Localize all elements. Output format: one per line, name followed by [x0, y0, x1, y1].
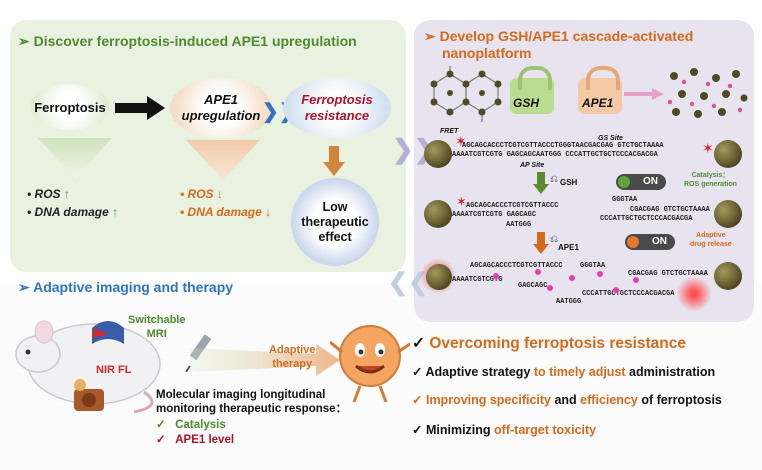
bullet-arrow-icon: ➢	[18, 33, 34, 49]
key-icon: ⎌	[550, 174, 558, 185]
released-particles-icon	[667, 68, 748, 118]
camera-icon	[74, 379, 104, 411]
check-icon: ✓	[412, 393, 423, 407]
dna-strand-right: CGACGAG GTCTGCTAAAA	[628, 270, 708, 278]
nanosheet-icon	[430, 66, 502, 122]
left-bullet-ros: • ROS ↑	[27, 187, 70, 201]
gold-nanoparticle-icon	[714, 140, 742, 168]
bullet-arrow-icon: ➢	[18, 279, 34, 295]
catalysis-switch: ON	[616, 174, 666, 190]
dna-strand-bottom: AAAATCGTCGTG	[452, 276, 503, 284]
mid-bullet-dna: • DNA damage ↓	[180, 205, 272, 219]
lock-shackle-icon	[518, 66, 552, 90]
up-arrow-icon: ↑	[112, 205, 119, 219]
drug-release-switch: ON	[625, 234, 675, 250]
mouse-icon	[15, 320, 161, 414]
gsh-lock-label: GSH	[513, 96, 540, 110]
down-arrow-icon	[323, 146, 345, 176]
dna-strand-top: AGCAGCACCCTCGTCGTTACCC	[466, 202, 559, 210]
dna-strand-bottom: AAAATCGTCGTG GAGCAGC	[452, 211, 537, 219]
dna-strand-top: AGCAGCACCCTCGTCGTTACCC	[470, 262, 563, 270]
red-glow-icon	[676, 276, 712, 312]
discover-title: ➢ Discover ferroptosis-induced APE1 upre…	[18, 33, 357, 49]
gold-nanoparticle-icon	[714, 262, 742, 290]
ape1-lock-label: APE1	[582, 96, 614, 110]
switch-label: ON	[643, 176, 658, 187]
dna-fragment: AATGGG	[556, 298, 582, 306]
dna-strand-right-bottom: CCCATTGCTGCTCCCACGACGA	[582, 290, 675, 298]
imaging-title: ➢ Adaptive imaging and therapy	[18, 279, 234, 295]
gold-nanoparticle-icon	[424, 200, 452, 228]
dna-fragment: GAGCAGC	[518, 282, 548, 290]
down-arrow-icon: ↓	[216, 187, 223, 201]
dna-fragment: AATGGG	[506, 221, 532, 229]
fluorophore-star-icon: ✶	[455, 133, 467, 149]
check-icon: ✓	[156, 419, 166, 431]
fluorophore-star-icon: ✶	[702, 140, 714, 156]
smiley-face-icon	[330, 325, 410, 403]
gsh-step-label: GSH	[560, 178, 578, 187]
check-icon: ✓	[412, 335, 425, 352]
check-item-catalysis: ✓ Catalysis	[156, 419, 226, 431]
dna-fragment: GGGTAA	[580, 262, 606, 270]
orange-funnel-icon	[186, 140, 260, 180]
switch-knob	[627, 236, 639, 248]
catalysis-label: Catalysis：ROS generation	[684, 172, 737, 188]
switch-knob	[618, 176, 630, 188]
pink-arrow-icon	[624, 88, 664, 100]
ferroptosis-node: Ferroptosis	[30, 84, 110, 130]
benefit-line-2: ✓ Improving specificity and efficiency o…	[412, 393, 722, 407]
down-arrow-icon	[533, 232, 549, 254]
check-item-ape1: ✓ APE1 level	[156, 434, 235, 446]
black-arrow-icon	[115, 96, 165, 120]
down-arrow-icon: ↓	[265, 205, 272, 219]
lock-shackle-icon	[586, 66, 620, 90]
check-icon: ✓	[156, 434, 166, 446]
gold-nanoparticle-icon	[426, 264, 452, 290]
develop-title: ➢ Develop GSH/APE1 cascade-activated nan…	[424, 28, 694, 61]
ap-site-label: AP Site	[520, 162, 545, 169]
key-icon: ⎌	[550, 234, 558, 245]
gold-nanoparticle-icon	[424, 140, 452, 168]
overcoming-title: ✓ Overcoming ferroptosis resistance	[412, 335, 687, 352]
down-arrow-icon	[533, 172, 549, 194]
low-effect-node: Low therapeutic effect	[291, 178, 379, 266]
fluorophore-star-icon: ✶	[456, 194, 467, 209]
dna-fragment: GGGTAA	[612, 196, 638, 204]
green-funnel-icon	[38, 138, 112, 178]
ape1-upregulation-node: APE1 upregulation	[170, 78, 272, 138]
check-icon: ✓	[412, 365, 423, 379]
fret-label: FRET	[440, 128, 459, 135]
up-arrow-icon: ↑	[63, 187, 70, 201]
benefit-line-1: ✓ Adaptive strategy to timely adjust adm…	[412, 365, 716, 379]
mid-bullet-ros: • ROS ↓	[180, 187, 223, 201]
dna-strand-right-bottom: CCCATTGCTGCTCCCACGACGA	[600, 215, 693, 223]
drug-molecules-icon	[493, 269, 639, 293]
ferroptosis-resistance-node: Ferroptosis resistance	[283, 78, 391, 138]
gold-nanoparticle-icon	[714, 200, 742, 228]
left-bullet-dna: • DNA damage ↑	[27, 205, 119, 219]
ape1-step-label: APE1	[558, 243, 579, 252]
dna-strand-bottom: AAAATCGTCGTG GAGCAGCAATGGG CCCATTGCTGCTC…	[452, 151, 658, 159]
bullet-arrow-icon: ➢	[424, 28, 440, 44]
gs-site-label: GS Site	[598, 135, 623, 142]
dna-strand-top: AGCAGCACCCTCGTCGTTACCCTGGGTAACGACGAG GTC…	[462, 142, 664, 150]
switch-label: ON	[652, 236, 667, 247]
check-icon: ✓	[412, 423, 423, 437]
benefit-line-3: ✓ Minimizing off-target toxicity	[412, 423, 597, 437]
progress-arrow-icon	[190, 344, 340, 376]
dna-strand-right: CGACGAG GTCTGCTAAAA	[630, 206, 710, 214]
nir-fl-label: NIR FL	[96, 364, 132, 376]
